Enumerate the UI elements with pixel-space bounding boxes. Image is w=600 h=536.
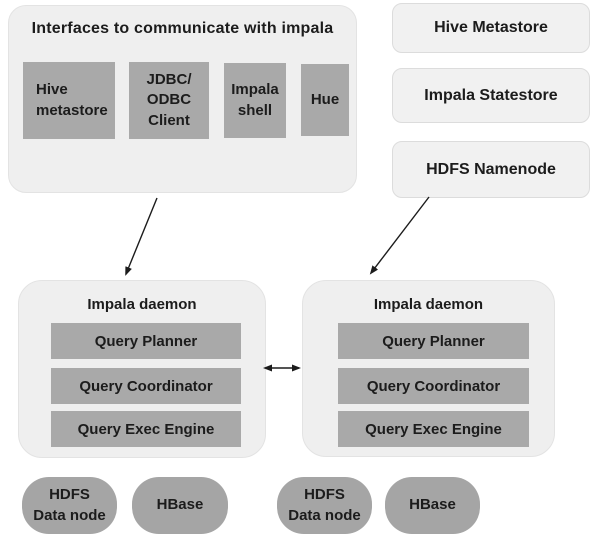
service-box-hdfs-namenode: HDFS Namenode bbox=[392, 141, 590, 198]
storage-oval-hbase-2-label: HBase bbox=[409, 496, 456, 514]
interface-box-jdbc-odbc-client-label: JDBC/ ODBC Client bbox=[146, 71, 192, 129]
daemon1-module-query-planner-label: Query Planner bbox=[94, 332, 198, 350]
service-box-hive-metastore: Hive Metastore bbox=[392, 3, 590, 53]
daemon2-module-query-coordinator-label: Query Coordinator bbox=[366, 377, 501, 395]
interfaces-panel-title: Interfaces to communicate with impala bbox=[31, 20, 334, 37]
service-box-impala-statestore-label: Impala Statestore bbox=[424, 86, 558, 104]
arrow-namenode-to-daemon2 bbox=[369, 196, 430, 275]
daemon1-module-query-coordinator-label: Query Coordinator bbox=[79, 377, 213, 395]
impala-daemon-1-title: Impala daemon bbox=[87, 296, 197, 313]
interface-box-hive-metastore-label: Hive metastore bbox=[36, 81, 108, 119]
daemon2-module-query-planner: Query Planner bbox=[338, 323, 529, 359]
impala-daemon-1: Impala daemon Query Planner Query Coordi… bbox=[18, 280, 266, 458]
impala-daemon-2-title: Impala daemon bbox=[373, 296, 484, 313]
storage-oval-hbase-1-label: HBase bbox=[156, 496, 204, 514]
daemon1-module-query-exec-engine: Query Exec Engine bbox=[51, 411, 241, 447]
daemon1-module-query-planner: Query Planner bbox=[51, 323, 241, 359]
storage-oval-hdfs-datanode-1: HDFS Data node bbox=[22, 477, 117, 534]
daemon2-module-query-coordinator: Query Coordinator bbox=[338, 368, 529, 404]
storage-oval-hbase-2: HBase bbox=[385, 477, 480, 534]
daemon2-module-query-exec-engine: Query Exec Engine bbox=[338, 411, 529, 447]
interfaces-panel: Interfaces to communicate with impala Hi… bbox=[8, 5, 357, 193]
service-box-impala-statestore: Impala Statestore bbox=[392, 68, 590, 123]
interface-box-jdbc-odbc-client: JDBC/ ODBC Client bbox=[129, 62, 209, 139]
service-box-hive-metastore-label: Hive Metastore bbox=[434, 19, 548, 36]
interface-box-hue-label: Hue bbox=[310, 90, 340, 108]
arrow-interfaces-to-daemon1 bbox=[125, 197, 158, 276]
daemon2-module-query-planner-label: Query Planner bbox=[382, 332, 485, 350]
interface-box-hue: Hue bbox=[301, 64, 349, 136]
interface-box-impala-shell-label: Impala shell bbox=[231, 81, 279, 119]
daemon1-module-query-coordinator: Query Coordinator bbox=[51, 368, 241, 404]
impala-daemon-2: Impala daemon Query Planner Query Coordi… bbox=[302, 280, 555, 457]
storage-oval-hdfs-datanode-2-label: HDFS Data node bbox=[288, 486, 361, 524]
daemon2-module-query-exec-engine-label: Query Exec Engine bbox=[365, 420, 502, 438]
interface-box-hive-metastore: Hive metastore bbox=[23, 62, 115, 139]
service-box-hdfs-namenode-label: HDFS Namenode bbox=[426, 160, 556, 178]
storage-oval-hdfs-datanode-2: HDFS Data node bbox=[277, 477, 372, 534]
daemon1-module-query-exec-engine-label: Query Exec Engine bbox=[77, 420, 215, 438]
interface-box-impala-shell: Impala shell bbox=[224, 63, 286, 138]
storage-oval-hdfs-datanode-1-label: HDFS Data node bbox=[33, 486, 106, 524]
storage-oval-hbase-1: HBase bbox=[132, 477, 228, 534]
